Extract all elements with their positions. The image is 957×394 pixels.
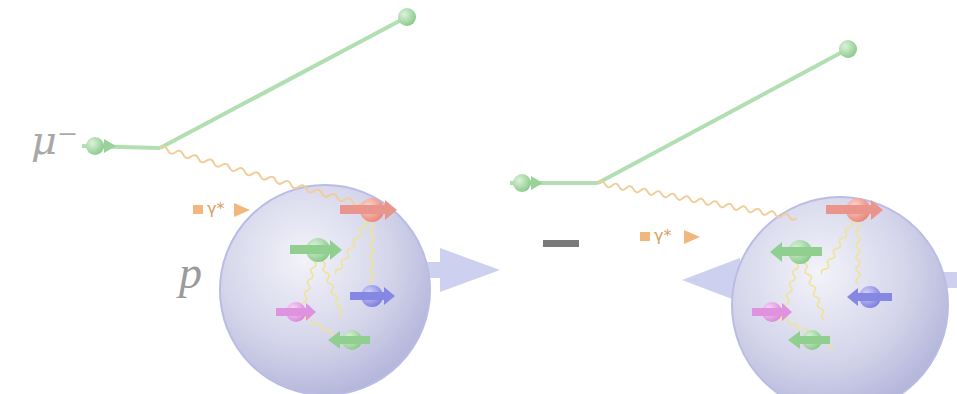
particle-label: μ⁻: [30, 120, 79, 160]
right-scattering: [510, 40, 957, 394]
photon-label: γ*: [653, 228, 672, 244]
minus-bar: [543, 240, 579, 247]
photon-label: γ*: [206, 201, 225, 217]
left-scattering: [82, 8, 500, 394]
particle-label: p: [178, 250, 203, 296]
